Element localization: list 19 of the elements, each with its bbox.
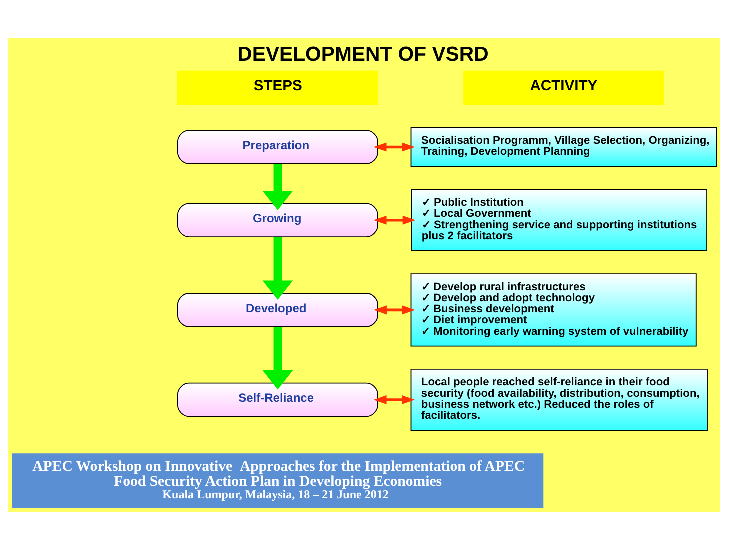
node-box: ACTIVITY [464,70,664,106]
arrow [374,216,416,225]
node-box: ✓ Develop rural infrastructures ✓ Develop and adopt technology ✓ Business development ✓ Diet improvement ✓ Monitoring early warning system of vulnerability [410,274,697,347]
caption: APEC Workshop on Innovative Approaches for the Implementation of APEC Food Security Action Plan in Developing Economies [32,459,526,490]
node-box: Growing [178,203,378,238]
arrow [262,327,294,390]
arrow [374,306,416,315]
arrow [374,142,416,152]
node-box: ✓ Public Institution ✓ Local Government ✓ Strengthening service and supporting institutions plus 2 facilitators [411,189,708,252]
node-box: Socialisation Programm, Village Selection, Organizing, Training, Development Planning [410,127,718,168]
diagram-title: DEVELOPMENT OF VSRD [238,44,489,66]
arrow [374,395,416,405]
arrow [262,237,294,300]
arrow [262,164,294,210]
node-box: STEPS [178,70,378,106]
node-box: Local people reached self-reliance in their food security (food availability, distribution, consumption, business network etc.) Reduced the roles of facilitators. [410,368,708,431]
node-box: Developed [178,293,378,328]
node-box: Self-Reliance [178,382,378,418]
node-box: Preparation [178,130,378,164]
